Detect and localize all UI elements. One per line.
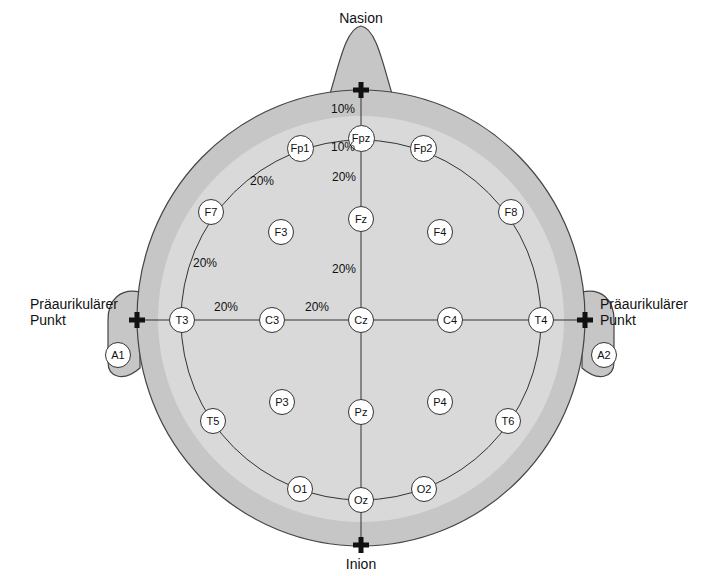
percent-label: 20% — [214, 301, 238, 315]
electrode-circle: F4 — [427, 219, 453, 245]
electrode-circle: Fz — [348, 206, 374, 232]
electrode-name: C3 — [265, 315, 279, 326]
midline-connector — [361, 425, 362, 487]
midline-connector — [361, 333, 362, 399]
electrode-name: Fp2 — [414, 143, 433, 154]
midline-connector — [361, 152, 362, 207]
electrode-name: Pz — [355, 407, 368, 418]
electrode-circle: T3 — [169, 307, 195, 333]
electrode-circle: A1 — [105, 342, 131, 368]
electrode-name: F8 — [505, 207, 518, 218]
midline-connector — [463, 320, 528, 321]
landmark-label: Präaurikulärer Punkt — [600, 296, 700, 328]
electrode-name: F4 — [434, 227, 447, 238]
midline-connector — [285, 320, 348, 321]
electrode-name: F3 — [275, 227, 288, 238]
electrode-name: T3 — [176, 315, 189, 326]
electrode-circle: F7 — [198, 199, 224, 225]
percent-label: 10% — [331, 141, 355, 155]
electrode-circle: P4 — [427, 389, 453, 415]
electrode-circle: C4 — [437, 307, 463, 333]
electrode-name: Fp1 — [291, 143, 310, 154]
electrode-circle: C3 — [259, 307, 285, 333]
electrode-name: P4 — [433, 397, 446, 408]
electrode-name: Fz — [355, 214, 367, 225]
percent-label: 20% — [332, 263, 356, 277]
electrode-circle: O1 — [287, 476, 313, 502]
landmark-label: Inion — [346, 556, 376, 572]
percent-label: 20% — [250, 175, 274, 189]
percent-label: 20% — [332, 171, 356, 185]
electrode-name: C4 — [443, 315, 457, 326]
electrode-circle: F3 — [268, 219, 294, 245]
percent-label: 10% — [331, 103, 355, 117]
electrode-name: Cz — [354, 315, 367, 326]
electrode-name: O2 — [417, 484, 432, 495]
electrode-circle: T4 — [528, 307, 554, 333]
electrode-circle: Fp1 — [287, 135, 314, 162]
electrode-name: F7 — [205, 207, 218, 218]
electrode-name: P3 — [275, 397, 288, 408]
electrode-circle: T5 — [200, 408, 226, 434]
electrode-circle: F8 — [498, 199, 524, 225]
landmark-label: Präaurikulärer Punkt — [30, 296, 128, 328]
electrode-circle: Cz — [348, 307, 374, 333]
electrode-circle: A2 — [591, 342, 617, 368]
percent-label: 20% — [305, 301, 329, 315]
electrode-name: Oz — [354, 495, 368, 506]
electrode-name: A2 — [597, 350, 610, 361]
percent-label: 20% — [193, 257, 217, 271]
electrode-circle: Pz — [348, 399, 374, 425]
electrode-circle: P3 — [269, 389, 295, 415]
electrode-name: T6 — [502, 416, 515, 427]
electrode-name: O1 — [293, 484, 308, 495]
midline-connector — [374, 320, 437, 321]
electrode-circle: O2 — [411, 476, 437, 502]
electrode-circle: Oz — [348, 487, 374, 513]
electrode-name: T4 — [535, 315, 548, 326]
midline-connector — [195, 320, 259, 321]
electrode-name: T5 — [207, 416, 220, 427]
landmark-label: Nasion — [339, 10, 383, 26]
electrode-circle: T6 — [495, 408, 521, 434]
midline-connector — [361, 232, 362, 307]
electrode-name: A1 — [111, 350, 124, 361]
electrode-circle: Fp2 — [410, 135, 437, 162]
